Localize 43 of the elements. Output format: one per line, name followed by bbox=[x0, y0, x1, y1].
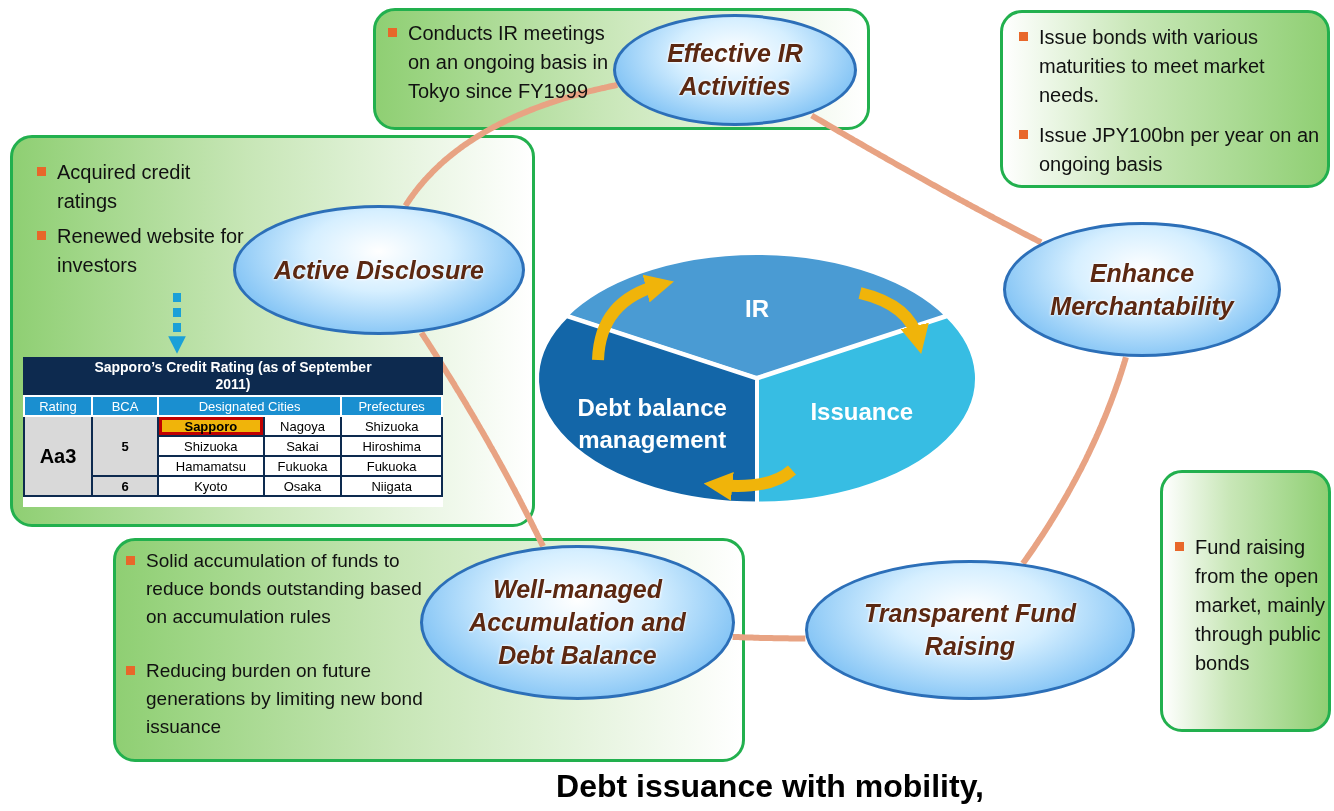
ellipse-label: Well-managed Accumulation and Debt Balance bbox=[468, 574, 687, 671]
segment-label: IR bbox=[744, 294, 770, 325]
text-panel bbox=[113, 538, 745, 762]
ellipse-label: Enhance Merchantability bbox=[1049, 257, 1236, 322]
text-panel bbox=[1160, 470, 1331, 732]
ellipse-label: Effective IR Activities bbox=[666, 38, 804, 102]
table-cell: Niigata bbox=[341, 476, 442, 496]
text-panel bbox=[10, 135, 535, 527]
table-cell: Prefectures bbox=[341, 396, 442, 416]
table-cell: Designated Cities bbox=[158, 396, 342, 416]
table-cell: 5 bbox=[92, 416, 158, 476]
ring-connector bbox=[1020, 356, 1129, 566]
table-title: Sapporo’s Credit Rating (as of September 2011) bbox=[23, 357, 443, 395]
table-cell: Kyoto bbox=[158, 476, 264, 496]
bullet-text: Issue bonds with various maturities to meet market needs. bbox=[1017, 23, 1322, 110]
text-panel bbox=[1000, 10, 1330, 188]
table-cell: Nagoya bbox=[263, 416, 342, 436]
table-cell: Rating bbox=[24, 396, 92, 416]
table-cell: Aa3 bbox=[24, 416, 92, 496]
table-cell: Hiroshima bbox=[341, 436, 442, 456]
table-cell: Fukuoka bbox=[341, 456, 442, 476]
bullet-text: Acquired credit ratings bbox=[35, 158, 250, 216]
caption-text: Debt issuance with mobility, bbox=[555, 767, 985, 806]
table-cell: Hamamatsu bbox=[158, 456, 264, 476]
rating-table bbox=[23, 357, 443, 507]
table-cell: Osaka bbox=[263, 476, 342, 496]
ellipse-label: Transparent Fund Raising bbox=[862, 598, 1078, 662]
bullet-text: Fund raising from the open market, mainly through public bonds bbox=[1173, 533, 1328, 678]
curved-arrow bbox=[703, 465, 796, 501]
table-cell: Fukuoka bbox=[263, 456, 342, 476]
bullet-text: Issue JPY100bn per year on an ongoing basis bbox=[1017, 121, 1322, 179]
segment-label: Debt balance management bbox=[576, 393, 728, 456]
ellipse-label: Active Disclosure bbox=[274, 254, 484, 286]
ring-connector bbox=[810, 112, 1043, 246]
table-cell: Shizuoka bbox=[158, 436, 264, 456]
table-cell: Sakai bbox=[263, 436, 342, 456]
curved-arrow bbox=[592, 275, 674, 361]
table-cell: Shizuoka bbox=[341, 416, 442, 436]
curved-arrow bbox=[858, 287, 928, 354]
segment-label: Issuance bbox=[809, 397, 915, 428]
text-panel bbox=[373, 8, 870, 130]
table-cell: BCA bbox=[92, 396, 158, 416]
ring-connector bbox=[731, 633, 807, 642]
